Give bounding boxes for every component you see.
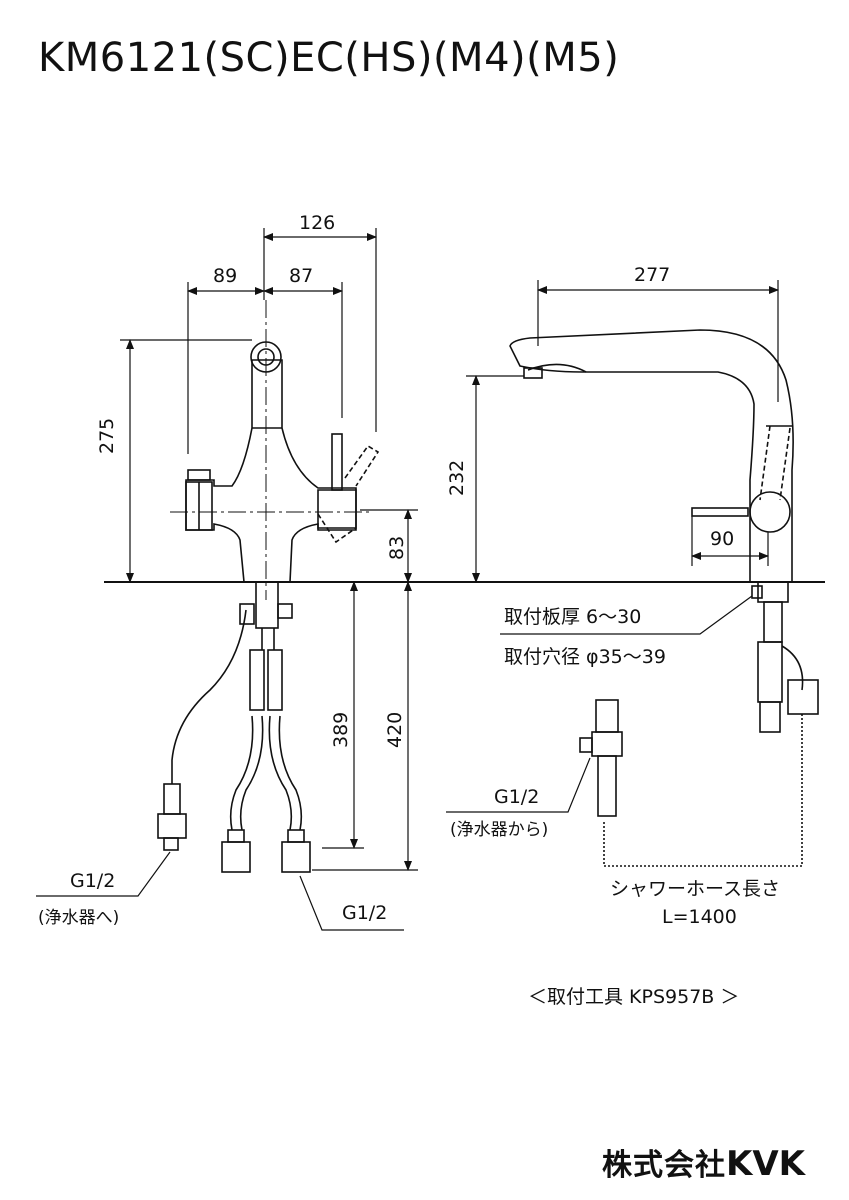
hose-length-label: シャワーホース長さ [610,878,781,900]
brand-logo: 株式会社KVK [602,1140,805,1184]
dim-389: 389 [330,711,352,748]
dim-89: 89 [213,265,238,287]
plate-thickness-note: 取付板厚 6～30 [504,606,642,628]
brand-jp: 株式会社 [602,1148,726,1183]
side-dimensions [446,280,779,813]
tool-note: ＜取付工具 KPS957B ＞ [528,986,740,1008]
dim-275: 275 [96,417,118,454]
dim-232: 232 [446,459,468,496]
g12-center-label: G1/2 [342,902,388,924]
dim-277: 277 [634,264,671,286]
g12-right-label: G1/2 [494,786,540,808]
front-dimensions [36,228,418,931]
from-purifier-label: (浄水器から) [450,820,549,840]
brand-kvk: KVK [726,1144,806,1184]
dim-90: 90 [710,528,735,550]
dim-126: 126 [299,212,336,234]
g12-left-label: G1/2 [70,870,116,892]
dim-87: 87 [289,265,314,287]
side-view [509,329,819,867]
model-title: KM6121(SC)EC(HS)(M4)(M5) [38,35,620,81]
hose-length-value: L=1400 [662,906,737,928]
dim-83: 83 [386,535,408,560]
front-view [157,300,380,873]
to-purifier-label: (浄水器へ) [38,908,120,928]
hole-diameter-note: 取付穴径 φ35～39 [504,646,666,668]
dim-420: 420 [384,711,406,748]
